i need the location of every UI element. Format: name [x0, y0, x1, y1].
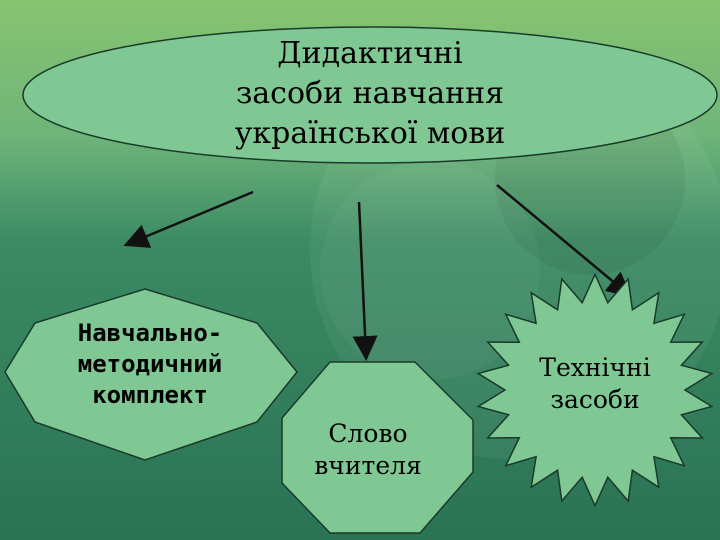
right-node-starburst: [476, 272, 714, 508]
diagram-title: Дидактичні засоби навчання української м…: [190, 34, 550, 154]
title-ellipse: [22, 26, 718, 164]
right-node-line: Технічні: [539, 353, 651, 382]
right-node-label: Технічні засоби: [505, 352, 685, 416]
title-line: Дидактичні: [277, 36, 463, 71]
right-node-line: засоби: [550, 385, 640, 414]
center-node-line: вчителя: [314, 451, 422, 480]
arrow-to-left-node: [123, 190, 254, 248]
left-node-line: методичний: [77, 350, 223, 378]
left-node-label: Навчально- методичний комплект: [30, 318, 270, 411]
arrow-to-center-node: [352, 201, 378, 361]
left-node-shape: [4, 288, 298, 461]
center-node-label: Слово вчителя: [283, 418, 453, 482]
center-node-shape: [281, 361, 474, 534]
left-node-line: Навчально-: [77, 319, 223, 347]
title-line: української мови: [234, 116, 506, 151]
background-circle: [320, 160, 540, 380]
arrow-to-right-node: [496, 184, 632, 298]
center-node-line: Слово: [328, 419, 408, 448]
title-line: засоби навчання: [235, 76, 505, 111]
left-node-line: комплект: [92, 381, 208, 409]
